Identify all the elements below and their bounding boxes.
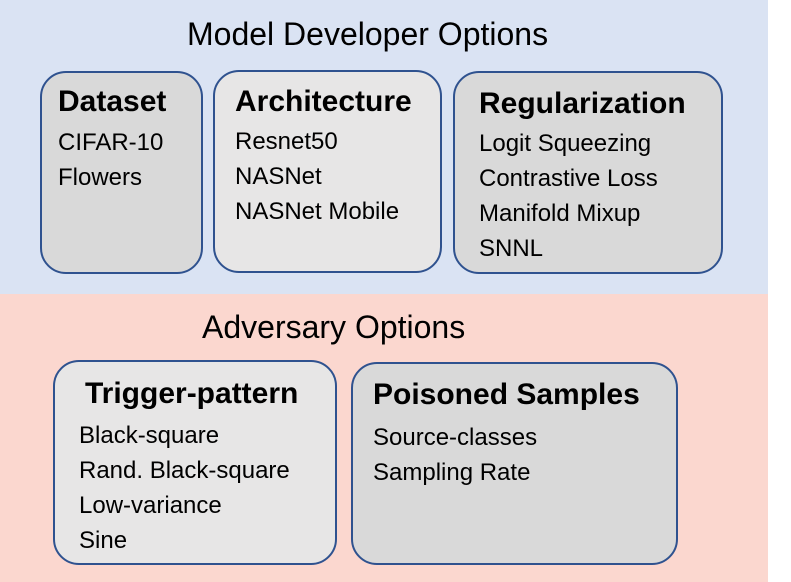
poisoned-samples-item: Sampling Rate	[373, 459, 531, 486]
architecture-item: Resnet50	[235, 128, 338, 155]
architecture-box: Architecture Resnet50 NASNet NASNet Mobi…	[213, 70, 442, 273]
regularization-box: Regularization Logit Squeezing Contrasti…	[453, 71, 723, 274]
trigger-pattern-list: Black-square Rand. Black-square Low-vari…	[79, 418, 290, 558]
architecture-list: Resnet50 NASNet NASNet Mobile	[235, 124, 399, 229]
regularization-title: Regularization	[479, 87, 686, 120]
regularization-list: Logit Squeezing Contrastive Loss Manifol…	[479, 126, 658, 266]
regularization-item: Contrastive Loss	[479, 165, 658, 192]
architecture-title: Architecture	[235, 85, 412, 118]
regularization-item: Manifold Mixup	[479, 200, 641, 227]
architecture-item: NASNet	[235, 163, 322, 190]
poisoned-samples-list: Source-classes Sampling Rate	[373, 420, 537, 490]
poisoned-samples-box: Poisoned Samples Source-classes Sampling…	[351, 362, 678, 565]
poisoned-samples-title: Poisoned Samples	[373, 378, 640, 411]
poisoned-samples-item: Source-classes	[373, 424, 538, 451]
trigger-pattern-item: Black-square	[79, 422, 220, 449]
trigger-pattern-item: Rand. Black-square	[79, 457, 290, 484]
regularization-item: SNNL	[479, 235, 544, 262]
trigger-pattern-box: Trigger-pattern Black-square Rand. Black…	[53, 360, 337, 565]
dataset-item: CIFAR-10	[58, 129, 164, 156]
model-developer-title: Model Developer Options	[187, 16, 549, 52]
adversary-title: Adversary Options	[202, 309, 466, 345]
trigger-pattern-item: Sine	[79, 527, 128, 554]
architecture-item: NASNet Mobile	[235, 198, 400, 225]
dataset-item: Flowers	[58, 164, 143, 191]
dataset-list: CIFAR-10 Flowers	[58, 125, 163, 195]
trigger-pattern-title: Trigger-pattern	[85, 377, 299, 410]
regularization-item: Logit Squeezing	[479, 130, 652, 157]
dataset-title: Dataset	[58, 85, 167, 118]
trigger-pattern-item: Low-variance	[79, 492, 222, 519]
dataset-box: Dataset CIFAR-10 Flowers	[40, 71, 203, 274]
